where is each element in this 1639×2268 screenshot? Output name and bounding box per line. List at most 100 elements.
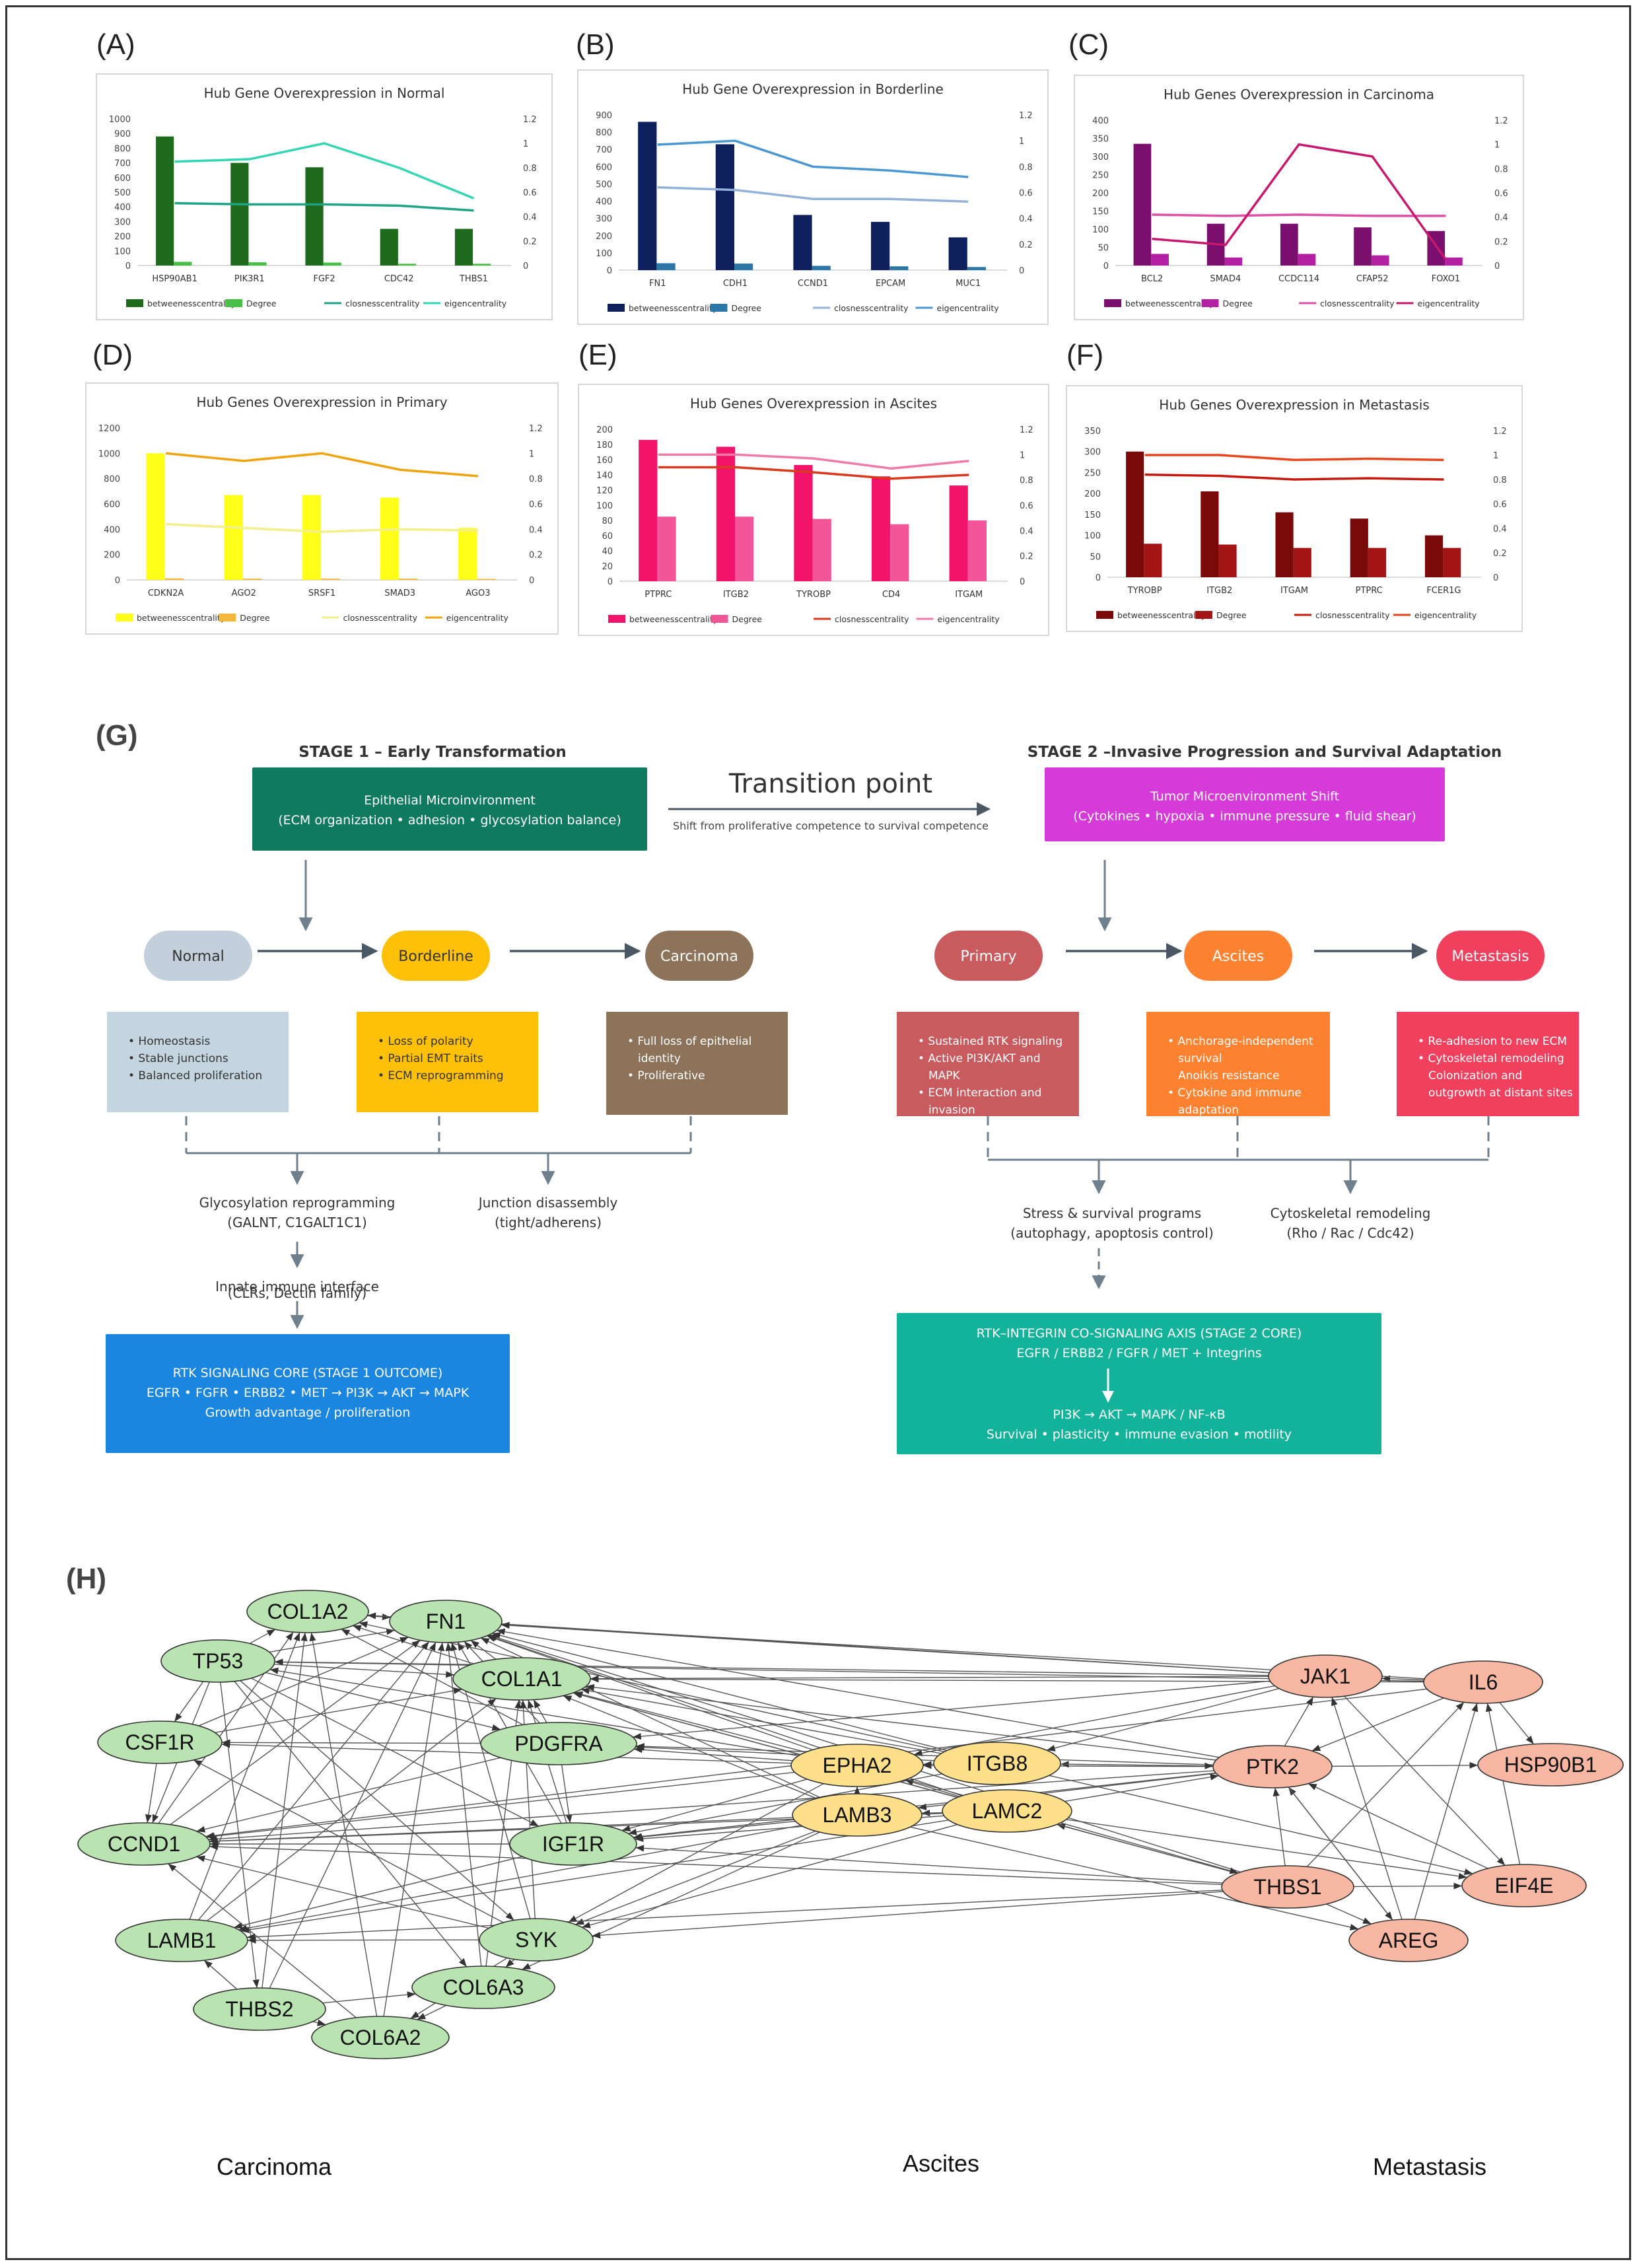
node-lamb1: LAMB1: [115, 1919, 248, 1962]
y2-tick-label: 1.2: [1019, 111, 1033, 121]
node-lamc2: LAMC2: [942, 1789, 1072, 1833]
bar-betweenness: [458, 528, 477, 580]
node-label: IL6: [1469, 1670, 1498, 1694]
network-edge: [533, 1699, 547, 1723]
bar-degree: [164, 578, 184, 580]
bar-degree: [1443, 548, 1461, 577]
legend-swatch: [219, 614, 236, 621]
y-tick-label: 200: [596, 425, 613, 435]
network-edge: [1284, 1696, 1314, 1747]
network-edge: [1046, 1687, 1280, 1752]
group-label-metastasis: Metastasis: [1373, 2153, 1486, 2180]
stage-pill-label: Ascites: [1212, 948, 1264, 965]
bar-degree: [398, 264, 417, 266]
y2-tick-label: 0.4: [1493, 524, 1507, 534]
bar-degree: [1298, 254, 1316, 266]
bar-degree: [1445, 257, 1463, 266]
bar-betweenness: [380, 497, 400, 580]
line-eigen: [657, 139, 969, 178]
legend-label: eigencentrality: [1418, 299, 1481, 308]
network-edge: [193, 1759, 504, 1923]
y2-tick-label: 0: [1019, 266, 1024, 276]
network-edge: [905, 1779, 960, 1797]
line-closeness: [166, 522, 478, 533]
x-tick-label: ITGB2: [1206, 586, 1232, 596]
y-tick-label: 400: [1092, 116, 1109, 126]
stage-bullet: • ECM reprogramming: [378, 1069, 504, 1082]
y-tick-label: 250: [1092, 171, 1109, 181]
x-tick-label: FCER1G: [1426, 586, 1461, 596]
node-ellipse: [509, 1822, 637, 1866]
group-label-carcinoma: Carcinoma: [217, 2153, 332, 2180]
network-edge: [1308, 1783, 1488, 1869]
network-edge: [265, 1672, 501, 1731]
network-edge: [1381, 1675, 1424, 1682]
y2-tick-label: 0.4: [523, 213, 537, 223]
s2-cyto-line1: Cytoskeletal remodeling: [1271, 1205, 1431, 1221]
stage-bullet: • Partial EMT traits: [378, 1052, 483, 1065]
network-edge: [1311, 1697, 1444, 1752]
stage-bullet: Anoikis resistance: [1178, 1069, 1280, 1082]
y2-tick-label: 0.8: [523, 164, 537, 174]
y-tick-label: 200: [596, 232, 612, 242]
bar-betweenness: [1275, 512, 1294, 577]
stage-bullet: Colonization and: [1428, 1069, 1522, 1082]
chart-panel-1: (B)Hub Gene Overexpression in Borderline…: [576, 28, 1049, 325]
stage-bullet: • Anchorage-independent: [1168, 1035, 1313, 1048]
stage-pill-label: Carcinoma: [660, 948, 738, 965]
node-col6a3: COL6A3: [411, 1966, 555, 2009]
stage2-top-line2: (Cytokines • hypoxia • immune pressure •…: [1073, 809, 1416, 824]
y-tick-label: 300: [1084, 448, 1101, 458]
network-edge: [1273, 1787, 1286, 1866]
chart-title: Hub Genes Overexpression in Carcinoma: [1164, 87, 1434, 102]
y2-tick-label: 1: [1493, 451, 1498, 461]
legend-label: betweenesscentrality: [147, 299, 236, 308]
node-ellipse: [480, 1722, 637, 1765]
bar-degree: [889, 266, 909, 270]
bar-betweenness: [715, 144, 734, 270]
y-tick-label: 300: [1092, 153, 1109, 162]
line-eigen: [165, 452, 479, 478]
bar-betweenness: [224, 495, 243, 580]
network-edge: [906, 1779, 1239, 1874]
network-edge: [1060, 1762, 1214, 1769]
line-eigen: [1144, 454, 1444, 462]
x-tick-label: ITGAM: [955, 590, 983, 600]
legend-label: closnesscentrality: [345, 299, 420, 308]
y2-tick-label: 1: [1494, 141, 1500, 151]
y2-tick-label: 1: [1020, 450, 1025, 460]
node-label: AREG: [1379, 1929, 1439, 1952]
y-tick-label: 1200: [98, 424, 120, 434]
x-tick-label: THBS1: [459, 274, 488, 284]
y-tick-label: 400: [596, 197, 612, 207]
x-tick-label: HSP90AB1: [152, 274, 197, 284]
stage-bullet: • Active PI3K/AKT and: [918, 1052, 1041, 1065]
stage-pill-metastasis: [1436, 931, 1545, 981]
legend-label: closnesscentrality: [1320, 299, 1395, 308]
legend-label: Degree: [240, 613, 270, 623]
stage-bullet: outgrowth at distant sites: [1428, 1086, 1573, 1100]
s1-innate-line2: (CLRs, Dectin family): [228, 1285, 367, 1301]
x-tick-label: FOXO1: [1432, 274, 1460, 284]
bar-degree: [248, 262, 267, 266]
y-tick-label: 80: [602, 516, 613, 526]
node-ellipse: [411, 1966, 555, 2009]
x-tick-label: PTPRC: [645, 590, 672, 600]
node-tp53: TP53: [160, 1639, 275, 1683]
bar-betweenness: [1280, 223, 1298, 266]
node-il6: IL6: [1423, 1660, 1543, 1704]
stage-pill-borderline: [382, 931, 490, 981]
y2-tick-label: 0.6: [1019, 189, 1033, 199]
node-fn1: FN1: [389, 1600, 503, 1643]
bar-degree: [812, 266, 831, 270]
node-ellipse: [452, 1657, 591, 1701]
network-edge: [274, 1658, 1424, 1682]
network-edge: [505, 1959, 515, 1968]
stage1-bracket: [185, 1116, 692, 1329]
s2-cyto-line2: (Rho / Rac / Cdc42): [1286, 1225, 1414, 1241]
chart-panel-0: (A)Hub Gene Overexpression in Normal0100…: [96, 28, 553, 320]
legend-swatch: [711, 615, 728, 623]
stage-pill-label: Metastasis: [1451, 948, 1529, 965]
legend-label: eigencentrality: [444, 299, 507, 308]
network-edge: [1353, 1882, 1463, 1890]
